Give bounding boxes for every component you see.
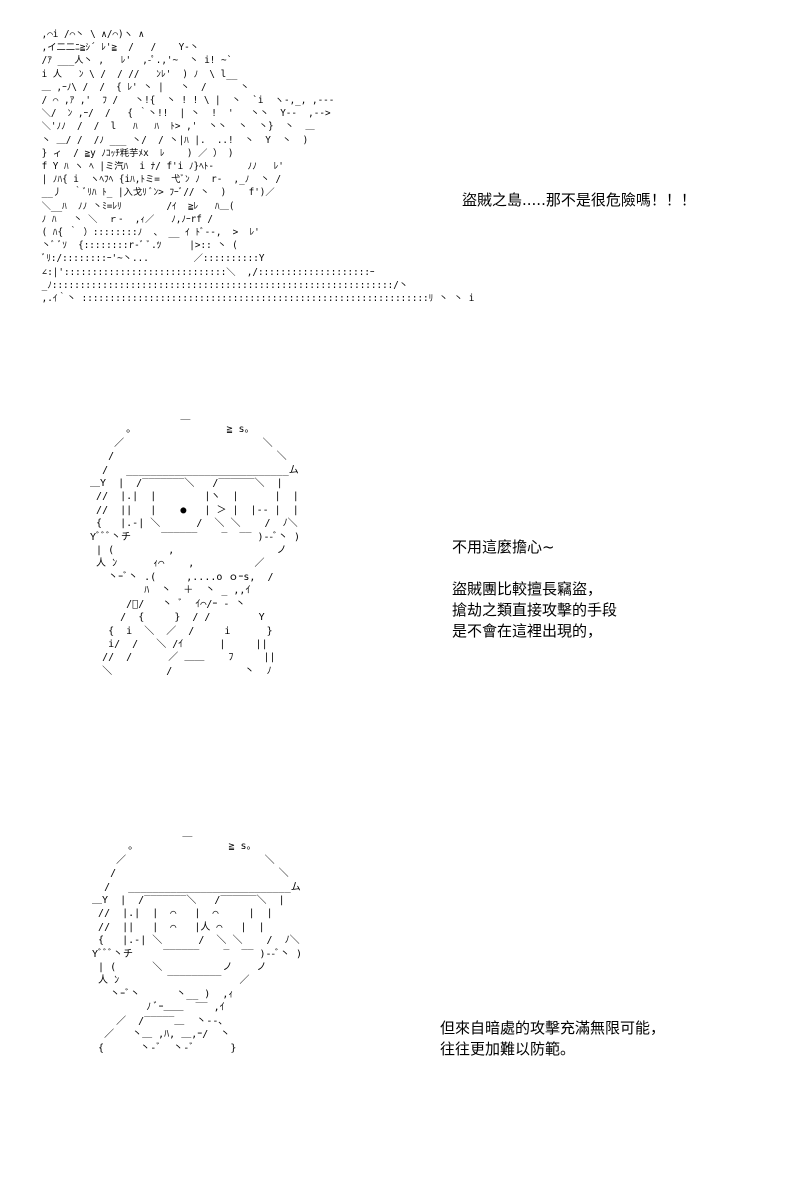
- dialogue-blank-line: [452, 558, 617, 579]
- dialogue-line: 但來自暗處的攻擊充滿無限可能，: [440, 1019, 666, 1037]
- dialogue-line: 盜賊團比較擅長竊盜，: [452, 580, 603, 598]
- ascii-art-storm-character: ,⌒i /⌒丶 \ ∧/⌒)ヽ ∧ ,イ二二ﾆ≧ｼ´ ﾚ'≧ / / Y-丶 /…: [41, 29, 475, 305]
- dialogue-line: 盜賊之島.....那不是很危險嗎！！！: [462, 191, 696, 209]
- dialogue-line: 搶劫之類直接攻擊的手段: [452, 601, 618, 619]
- ascii-art-glasses-character-smiling: ＿ 。 ≧ s。 ／ ＼ / ＼ / _____________________…: [92, 828, 303, 1054]
- dialogue-line: 不用這麼擔心~: [452, 538, 555, 556]
- dialogue-text: 但來自暗處的攻擊充滿無限可能， 往往更加難以防範。: [440, 1018, 665, 1060]
- dialogue-line: 往往更加難以防範。: [440, 1040, 576, 1058]
- panel-2: ＿ 。 ≧ s。 ／ ＼ / ＼ / _____________________…: [0, 395, 800, 795]
- panel-1: ,⌒i /⌒丶 \ ∧/⌒)ヽ ∧ ,イ二二ﾆ≧ｼ´ ﾚ'≧ / / Y-丶 /…: [0, 0, 800, 390]
- dialogue-line: 是不會在這裡出現的，: [452, 622, 603, 640]
- panel-3: ＿ 。 ≧ s。 ／ ＼ / ＼ / _____________________…: [0, 810, 800, 1200]
- ascii-art-glasses-character-winking: ＿ 。 ≧ s。 ／ ＼ / ＼ / _____________________…: [90, 411, 301, 677]
- dialogue-text: 盜賊之島.....那不是很危險嗎！！！: [462, 190, 696, 211]
- dialogue-text: 不用這麼擔心~ 盜賊團比較擅長竊盜， 搶劫之類直接攻擊的手段 是不會在這裡出現的…: [452, 537, 617, 642]
